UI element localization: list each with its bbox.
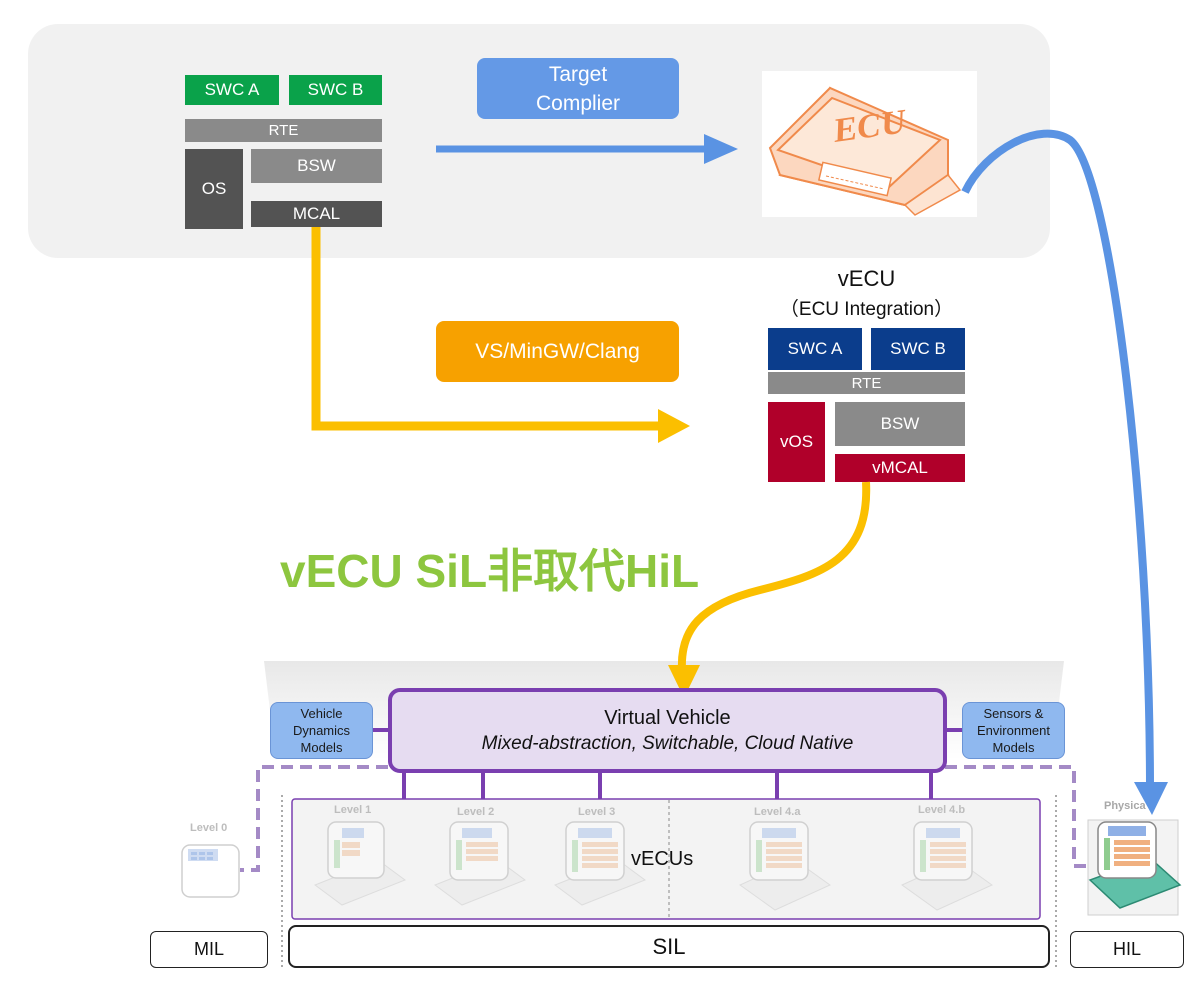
swc-a-block: SWC A (185, 75, 279, 105)
level-2-label: Level 2 (457, 806, 495, 818)
vehicle-dynamics-line1: Vehicle (300, 706, 343, 721)
virtual-vehicle-title: Virtual Vehicle (604, 706, 731, 729)
hil-tag: HIL (1070, 931, 1184, 968)
vecu-title: vECU (837, 266, 896, 291)
level-1-label: Level 1 (334, 804, 372, 816)
level2-ecu-icon (433, 821, 527, 906)
vehicle-dynamics-models: Vehicle Dynamics Models (270, 702, 373, 759)
vecus-label: vECUs (631, 848, 694, 870)
vmcal-block: vMCAL (835, 454, 965, 482)
virtual-vehicle-subtitle: Mixed-abstraction, Switchable, Cloud Nat… (481, 732, 854, 754)
level4a-ecu-icon (739, 821, 831, 911)
rte-block: RTE (185, 119, 382, 142)
swc-b-block: SWC B (289, 75, 382, 105)
physical-label: Physica (1104, 800, 1146, 812)
level3-ecu-icon (553, 821, 647, 906)
bsw-block: BSW (251, 149, 382, 183)
level-0-label: Level 0 (190, 822, 228, 834)
target-compiler-label: Target Complier (477, 58, 679, 119)
target-compiler-line1: Target (548, 62, 608, 86)
target-compiler-line2: Complier (535, 91, 621, 115)
vecu-swc-a-block: SWC A (768, 328, 862, 370)
ecu-icon (768, 86, 962, 216)
mil-tag: MIL (150, 931, 268, 968)
vecu-rte-block: RTE (768, 372, 965, 394)
sensors-environment-models: Sensors & Environment Models (962, 702, 1065, 759)
vehicle-dynamics-line2: Dynamics (292, 723, 351, 738)
level4b-ecu-icon (901, 821, 993, 911)
vos-block: vOS (768, 402, 825, 482)
toolchain-label: VS/MinGW/Clang (436, 321, 679, 382)
level-3-label: Level 3 (578, 806, 616, 818)
physical-hil-icon (1087, 819, 1182, 916)
sensors-environment-line2: Environment (977, 723, 1050, 738)
os-block: OS (185, 149, 243, 229)
vecu-bsw-block: BSW (835, 402, 965, 446)
level1-ecu-icon (313, 821, 407, 906)
virtual-vehicle-box: Virtual Vehicle Mixed-abstraction, Switc… (388, 688, 947, 773)
sensors-environment-line3: Models (992, 740, 1035, 755)
vecu-swc-b-block: SWC B (871, 328, 965, 370)
level-4b-label: Level 4.b (918, 804, 966, 816)
sensors-environment-line1: Sensors & (983, 706, 1044, 721)
sil-tag: SIL (288, 925, 1050, 968)
vecu-subtitle: （ECU Integration） (779, 299, 954, 320)
level-4a-label: Level 4.a (754, 806, 801, 818)
mcal-block: MCAL (251, 201, 382, 227)
headline: vECU SiL非取代HiL (280, 545, 700, 597)
vehicle-dynamics-line3: Models (300, 740, 343, 755)
